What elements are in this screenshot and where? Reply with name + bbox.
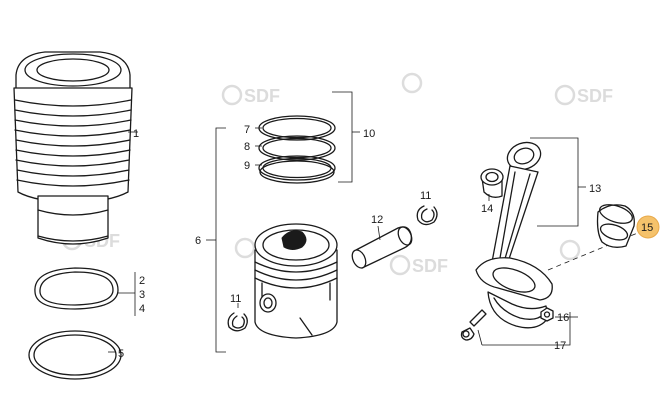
piston-ring-oil[interactable] bbox=[258, 155, 336, 184]
bolt-bracket bbox=[482, 312, 571, 346]
svg-text:SDF: SDF bbox=[412, 256, 448, 276]
watermark-logo: SDF bbox=[554, 84, 613, 106]
piston-pin-part[interactable] bbox=[350, 225, 415, 270]
nut-part[interactable] bbox=[540, 307, 554, 322]
callout-12: 12 bbox=[371, 214, 383, 226]
watermark-logo: SDF bbox=[221, 84, 280, 106]
callout-5: 5 bbox=[118, 348, 124, 360]
watermark-logo bbox=[559, 239, 581, 261]
callout-6: 6 bbox=[195, 235, 201, 247]
callout-9: 9 bbox=[244, 160, 250, 172]
callout-8: 8 bbox=[244, 141, 250, 153]
callout-2: 2 bbox=[139, 275, 145, 287]
svg-text:SDF: SDF bbox=[577, 86, 613, 106]
ring-set-bracket bbox=[332, 91, 353, 183]
callout-14: 14 bbox=[481, 203, 493, 215]
callout-1: 1 bbox=[133, 128, 139, 140]
svg-text:SDF: SDF bbox=[244, 86, 280, 106]
leader-line bbox=[477, 329, 483, 346]
connecting-rod-part[interactable] bbox=[475, 138, 641, 329]
conrod-bracket bbox=[530, 137, 579, 227]
callout-16: 16 bbox=[557, 312, 569, 324]
leader-line bbox=[377, 225, 381, 241]
gasket-part[interactable] bbox=[34, 267, 119, 310]
callout-10: 10 bbox=[363, 128, 375, 140]
watermark-logo bbox=[401, 72, 423, 94]
callout-3: 3 bbox=[139, 289, 145, 301]
circlip-left-part[interactable] bbox=[227, 312, 248, 332]
watermark-logo: SDF bbox=[389, 254, 448, 276]
watermark-group: SDF SDF SDF SDF bbox=[61, 72, 613, 276]
bolt-part[interactable] bbox=[460, 309, 487, 341]
cylinder-fins bbox=[14, 99, 132, 187]
watermark-logo bbox=[234, 237, 256, 259]
callout-7: 7 bbox=[244, 124, 250, 136]
callout-11-right: 11 bbox=[420, 190, 431, 202]
small-end-bush-part[interactable] bbox=[480, 168, 504, 198]
callout-17: 17 bbox=[554, 340, 566, 352]
piston-ring-mid[interactable] bbox=[258, 135, 336, 161]
callout-11-left: 11 bbox=[230, 293, 241, 305]
callout-15: 15 bbox=[641, 222, 653, 234]
callout-13: 13 bbox=[589, 183, 601, 195]
callout-4: 4 bbox=[139, 303, 145, 315]
bearing-shell-highlight-badge[interactable]: 15 bbox=[636, 215, 660, 239]
bearing-shell-part[interactable] bbox=[596, 201, 635, 248]
group-bracket bbox=[215, 127, 226, 353]
cylinder-part[interactable] bbox=[13, 51, 133, 245]
seal-ring-part[interactable] bbox=[28, 330, 122, 380]
piston-part[interactable] bbox=[254, 223, 338, 339]
circlip-right-part[interactable] bbox=[416, 205, 438, 226]
